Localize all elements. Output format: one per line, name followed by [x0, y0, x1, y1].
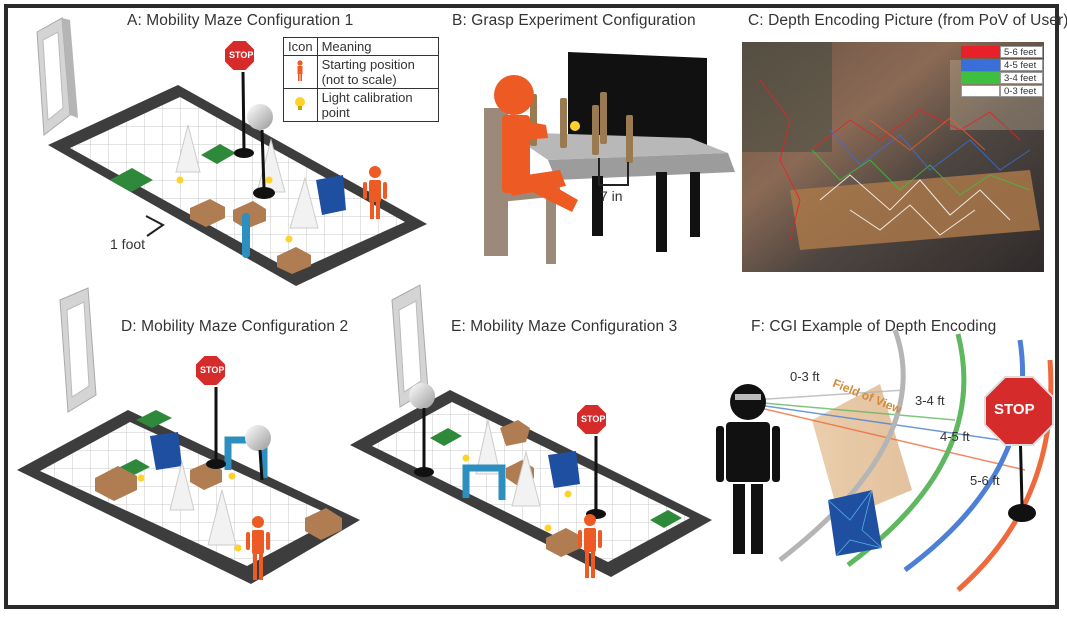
arc-label-4-5: 4-5 ft	[940, 429, 970, 444]
arc-4-5	[903, 339, 1026, 573]
cone	[289, 176, 319, 229]
stop-label: STOP	[581, 414, 606, 424]
door-frame	[391, 284, 429, 408]
legend-header-icon: Icon	[283, 37, 318, 56]
depth-swatch	[961, 59, 1000, 71]
panel-b-grasp	[484, 52, 735, 264]
scale-label: 1 foot	[110, 236, 146, 252]
lamp-sphere	[247, 104, 273, 130]
panel-d-title: D: Mobility Maze Configuration 2	[121, 318, 349, 335]
depth-legend-label: 5-6 feet	[1000, 46, 1043, 58]
stop-sign	[194, 354, 227, 387]
arc-label-0-3: 0-3 ft	[790, 369, 820, 384]
depth-legend-row: 3-4 feet	[961, 72, 1043, 84]
door-frame	[59, 287, 97, 413]
depth-legend-row: 0-3 feet	[961, 85, 1043, 97]
panel-a-title: A: Mobility Maze Configuration 1	[127, 12, 354, 29]
depth-legend-label: 3-4 feet	[1000, 72, 1043, 84]
depth-swatch	[961, 72, 1000, 84]
panel-b-title: B: Grasp Experiment Configuration	[452, 12, 696, 29]
legend-bulb-meaning: Light calibration point	[316, 88, 439, 122]
person-icon	[246, 516, 270, 580]
depth-legend: 5-6 feet 4-5 feet 3-4 feet 0-3 feet	[961, 46, 1043, 98]
icon-legend: Icon Meaning Starting position (not to s…	[283, 37, 439, 122]
stop-label: STOP	[229, 50, 254, 60]
stop-sign	[223, 39, 256, 72]
panel-f-cgi	[716, 329, 1054, 592]
door-frame	[36, 17, 78, 136]
legend-person-cell	[283, 55, 318, 89]
panel-f-title: F: CGI Example of Depth Encoding	[751, 318, 997, 335]
box	[277, 247, 311, 274]
arc-label-5-6: 5-6 ft	[970, 473, 1000, 488]
lightbulb-icon	[176, 176, 184, 184]
mat	[110, 168, 153, 192]
box	[190, 199, 225, 227]
stop-label: STOP	[994, 401, 1035, 418]
mat	[201, 144, 236, 164]
legend-header-meaning: Meaning	[316, 37, 439, 56]
depth-swatch	[961, 85, 1000, 97]
box	[233, 201, 266, 229]
cone	[175, 124, 201, 173]
person-icon	[363, 166, 387, 219]
panel-e-title: E: Mobility Maze Configuration 3	[451, 318, 678, 335]
blue-post	[242, 213, 250, 258]
legend-person-meaning: Starting position (not to scale)	[316, 55, 439, 89]
depth-legend-label: 4-5 feet	[1000, 59, 1043, 71]
grasp-distance-label: 7 in	[600, 188, 623, 204]
floor-grid	[70, 97, 405, 272]
panel-e-maze	[350, 284, 712, 578]
field-of-view-plane	[812, 384, 912, 520]
lightbulb-icon	[295, 96, 306, 110]
panel-a-maze	[36, 17, 427, 286]
lightbulb-icon	[265, 176, 273, 184]
arc-3-4	[846, 333, 967, 568]
lightbulb-icon	[285, 235, 293, 243]
arc-label-3-4: 3-4 ft	[915, 393, 945, 408]
depth-legend-row: 4-5 feet	[961, 59, 1043, 71]
depth-legend-row: 5-6 feet	[961, 46, 1043, 58]
depth-swatch	[961, 46, 1000, 58]
stop-label: STOP	[200, 365, 225, 375]
trash-can	[828, 490, 882, 556]
trash-can	[316, 175, 346, 215]
user-figure	[716, 384, 780, 554]
panel-c-title: C: Depth Encoding Picture (from PoV of U…	[748, 12, 1067, 29]
person-icon	[578, 514, 602, 578]
seated-person	[494, 75, 578, 212]
stop-sign	[575, 403, 608, 436]
legend-bulb-cell	[283, 88, 318, 122]
scale-bracket	[145, 215, 165, 237]
panel-d-maze	[17, 287, 360, 584]
arc-0-3	[778, 329, 906, 562]
person-icon	[297, 59, 303, 81]
stop-sign	[984, 376, 1054, 446]
depth-legend-label: 0-3 feet	[1000, 85, 1043, 97]
